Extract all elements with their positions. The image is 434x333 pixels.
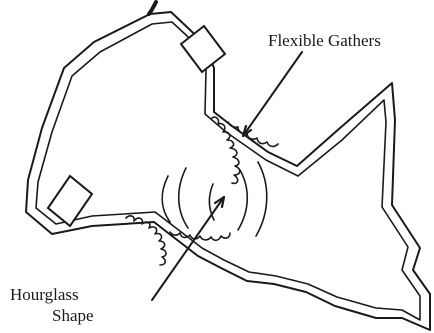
diaper-inner-outline: [36, 22, 420, 320]
diaper-outer-outline: [26, 12, 430, 330]
flexible-gathers-leader: [243, 52, 302, 136]
shape-curve-3: [238, 170, 247, 230]
shape-curve-1: [162, 176, 170, 222]
shape-curve-4: [256, 162, 267, 236]
label-hourglass-line2: Shape: [52, 306, 94, 325]
label-flexible-gathers: Flexible Gathers: [268, 31, 381, 50]
fastening-tab-bottom: [48, 176, 92, 226]
label-hourglass-line1: Hourglass: [10, 285, 79, 304]
top-mark: [149, 2, 156, 14]
fastening-tab-top: [181, 26, 225, 72]
shape-curve-2: [179, 168, 188, 228]
